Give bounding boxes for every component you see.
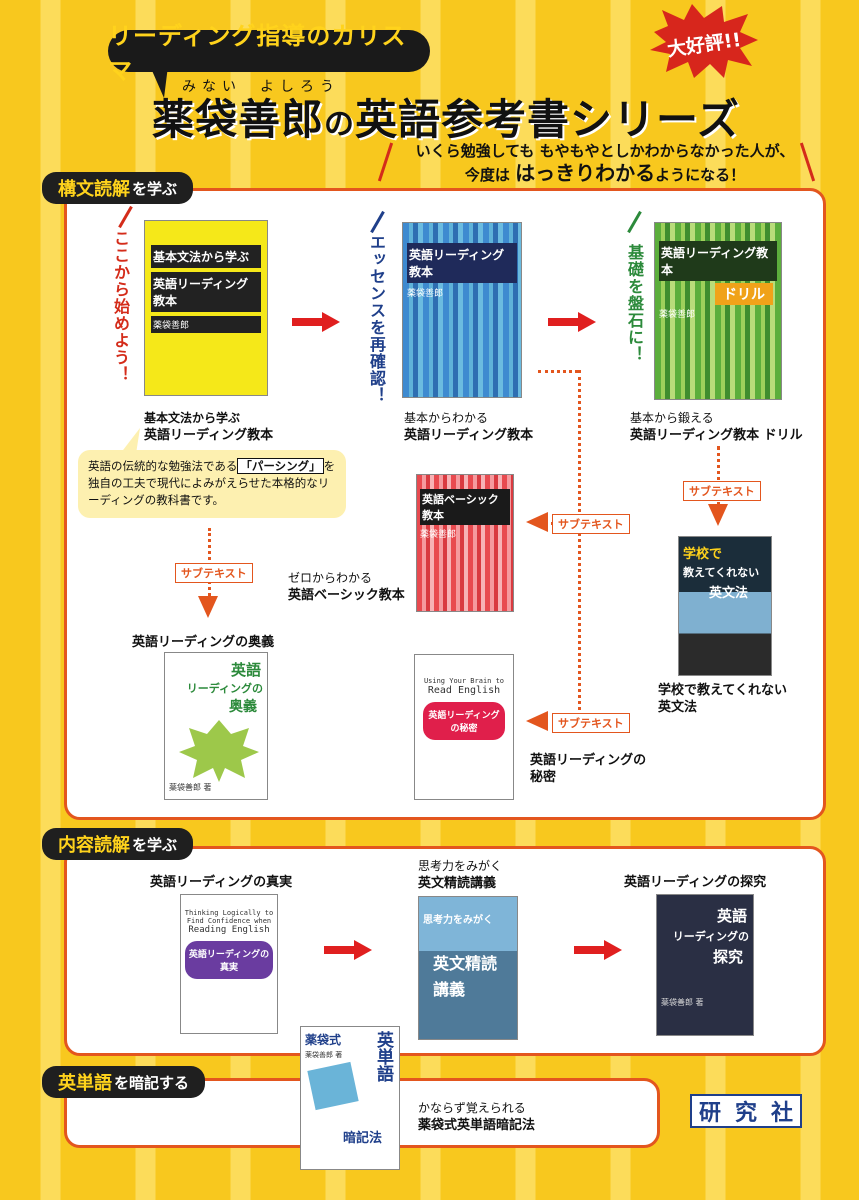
- note-kiso: 基礎を盤石に！: [625, 244, 644, 363]
- cover7-line2: 教えてくれない: [683, 566, 760, 579]
- cover11-line1: 薬袋式: [305, 1033, 342, 1047]
- note-essence: エッセンスを再確認！: [367, 234, 386, 404]
- arrow-left-icon-4: [526, 512, 548, 532]
- dash-line-2h: [538, 370, 578, 373]
- book-label-2: 基本からわかる英語リーディング教本: [404, 411, 534, 443]
- book-cover-7[interactable]: 学校で 教えてくれない 英文法: [678, 536, 772, 676]
- book-label-7: 学校で教えてくれない英文法: [658, 683, 787, 715]
- sub-tag-3: サブテキスト: [683, 481, 761, 501]
- sub-tag-2a: サブテキスト: [552, 514, 630, 534]
- book-label-1: 基本文法から学ぶ英語リーディング教本: [144, 411, 274, 443]
- title-rest: 英語参考書シリーズ: [355, 95, 740, 144]
- title-no: の: [324, 107, 356, 142]
- arrow-right-icon-2: [548, 312, 596, 332]
- cover3-line1: 英語リーディング教本: [659, 241, 777, 281]
- cover6-en2: Read English: [427, 685, 501, 696]
- book-cover-1[interactable]: 基本文法から学ぶ 英語リーディング教本 薬袋善郎: [144, 220, 268, 396]
- cover1-line2: 英語リーディング教本: [151, 272, 261, 312]
- burst-badge-icon: [650, 4, 758, 78]
- cover4-author: 薬袋善郎: [420, 530, 457, 540]
- header-banner: リーディング指導のカリスマ: [108, 22, 430, 85]
- cover8-en3: Reading English: [188, 925, 270, 935]
- tagline-line1: いくら勉強しても もやもやとしかわからなかった人が、: [415, 142, 795, 160]
- cover10-author: 薬袋善郎 著: [661, 998, 704, 1007]
- cover10-line3: 探究: [712, 948, 743, 966]
- book-cover-10[interactable]: 英語 リーディングの 探究 薬袋善郎 著: [656, 894, 754, 1036]
- book-cover-2[interactable]: 英語リーディング教本 薬袋善郎: [402, 222, 522, 398]
- tagline: いくら勉強しても もやもやとしかわからなかった人が、 今度は はっきりわかるよう…: [395, 140, 815, 186]
- cover8-jp: 英語リーディングの真実: [185, 941, 273, 979]
- cover9-line3: 講義: [433, 980, 466, 999]
- title-name: 薬袋善郎: [152, 95, 325, 144]
- book-cover-6[interactable]: Using Your Brain to Read English 英語リーディン…: [414, 654, 514, 800]
- tagline-slash-left: [377, 142, 394, 182]
- publisher-logo: 研究社: [690, 1094, 802, 1128]
- ruby-yoshirou: よしろう: [260, 79, 340, 95]
- cover11-card-icon: [307, 1061, 359, 1111]
- book-label-5: 英語リーディングの奥義: [132, 635, 275, 650]
- section-label-naiyou: 内容読解を学ぶ: [42, 828, 194, 860]
- arrow-right-icon-3: [324, 940, 372, 960]
- book-cover-9[interactable]: 思考力をみがく 英文精読 講義: [418, 896, 518, 1040]
- arrow-down-icon-3: [708, 504, 728, 526]
- ruby-minai: みない: [182, 79, 242, 95]
- arrow-left-icon-6: [526, 711, 548, 731]
- book-cover-5[interactable]: 英語 リーディングの 奥義 薬袋善郎 著: [164, 652, 268, 800]
- cover3-author: 薬袋善郎: [659, 310, 696, 320]
- cover7-line3: 英文法: [709, 586, 749, 601]
- dash-line-3-7: [717, 446, 720, 506]
- cover2-author: 薬袋善郎: [407, 289, 444, 299]
- cover5-line1: 英語: [230, 661, 261, 679]
- speech-highlight: 「パーシング」: [237, 458, 324, 474]
- note-start: ここから始めよう！: [111, 230, 130, 383]
- cover1-line1: 基本文法から学ぶ: [151, 245, 261, 268]
- cover7-line1: 学校で: [683, 547, 723, 562]
- book-label-9: 思考力をみがく英文精読講義: [418, 859, 503, 891]
- cover5-line3: 奥義: [229, 699, 257, 715]
- speech-tail-icon: [120, 428, 140, 454]
- cover11-line2: 英単語: [373, 1031, 393, 1082]
- speech-bubble: 英語の伝統的な勉強法である「パーシング」を独自の工夫で現代によみがえらせた本格的…: [78, 450, 346, 518]
- cover10-line2: リーディングの: [672, 930, 749, 943]
- cover6-jp: 英語リーディングの秘密: [423, 702, 505, 740]
- cover11-line3: 暗記法: [343, 1131, 383, 1146]
- banner-tail: [150, 66, 168, 98]
- book-cover-8[interactable]: Thinking Logically to Find Confidence wh…: [180, 894, 278, 1034]
- cover5-line2: リーディングの: [186, 682, 263, 695]
- dash-line-1-5: [208, 528, 211, 596]
- book-label-10: 英語リーディングの探究: [624, 875, 767, 890]
- cover6-en1: Using Your Brain to: [423, 677, 505, 685]
- cover9-line1: 思考力をみがく: [423, 915, 493, 926]
- cover8-en1: Thinking Logically to: [184, 909, 274, 917]
- cover8-en2: Find Confidence when: [186, 917, 272, 925]
- book-cover-3[interactable]: 英語リーディング教本 ドリル 薬袋善郎: [654, 222, 782, 400]
- book-label-4: ゼロからわかる英語ベーシック教本: [288, 571, 405, 603]
- arrow-right-icon-4: [574, 940, 622, 960]
- book-label-8: 英語リーディングの真実: [150, 875, 293, 890]
- book-label-11: かならず覚えられる薬袋式英単語暗記法: [418, 1101, 536, 1133]
- cover1-author: 薬袋善郎: [151, 316, 261, 333]
- dash-line-2v: [578, 370, 581, 722]
- arrow-down-icon-1: [198, 596, 218, 618]
- cover4-line1: 英語ベーシック教本: [420, 489, 510, 525]
- cover10-line1: 英語: [716, 907, 747, 925]
- book-cover-11[interactable]: 薬袋式 英単語 薬袋善郎 著 暗記法: [300, 1026, 400, 1170]
- cover11-author: 薬袋善郎 著: [305, 1051, 343, 1059]
- book-label-3: 基本から鍛える英語リーディング教本 ドリル: [630, 411, 803, 443]
- cover3-line2: ドリル: [715, 283, 773, 305]
- cover9-line2: 英文精読: [433, 954, 498, 973]
- sub-tag-1: サブテキスト: [175, 563, 253, 583]
- book-label-6: 英語リーディングの秘密: [530, 753, 647, 785]
- arrow-right-icon-1: [292, 312, 340, 332]
- cover2-line1: 英語リーディング教本: [407, 243, 517, 283]
- cover5-author: 薬袋善郎 著: [169, 783, 212, 792]
- leaf-icon: [179, 720, 259, 782]
- section-label-kobun: 構文読解を学ぶ: [42, 172, 194, 204]
- book-cover-4[interactable]: 英語ベーシック教本 薬袋善郎: [416, 474, 514, 612]
- section-label-tango: 英単語を暗記する: [42, 1066, 206, 1098]
- tagline-line2: 今度は はっきりわかるようになる！: [464, 161, 746, 185]
- page-title: 薬袋善郎の英語参考書シリーズ: [152, 86, 740, 147]
- sub-tag-2b: サブテキスト: [552, 713, 630, 733]
